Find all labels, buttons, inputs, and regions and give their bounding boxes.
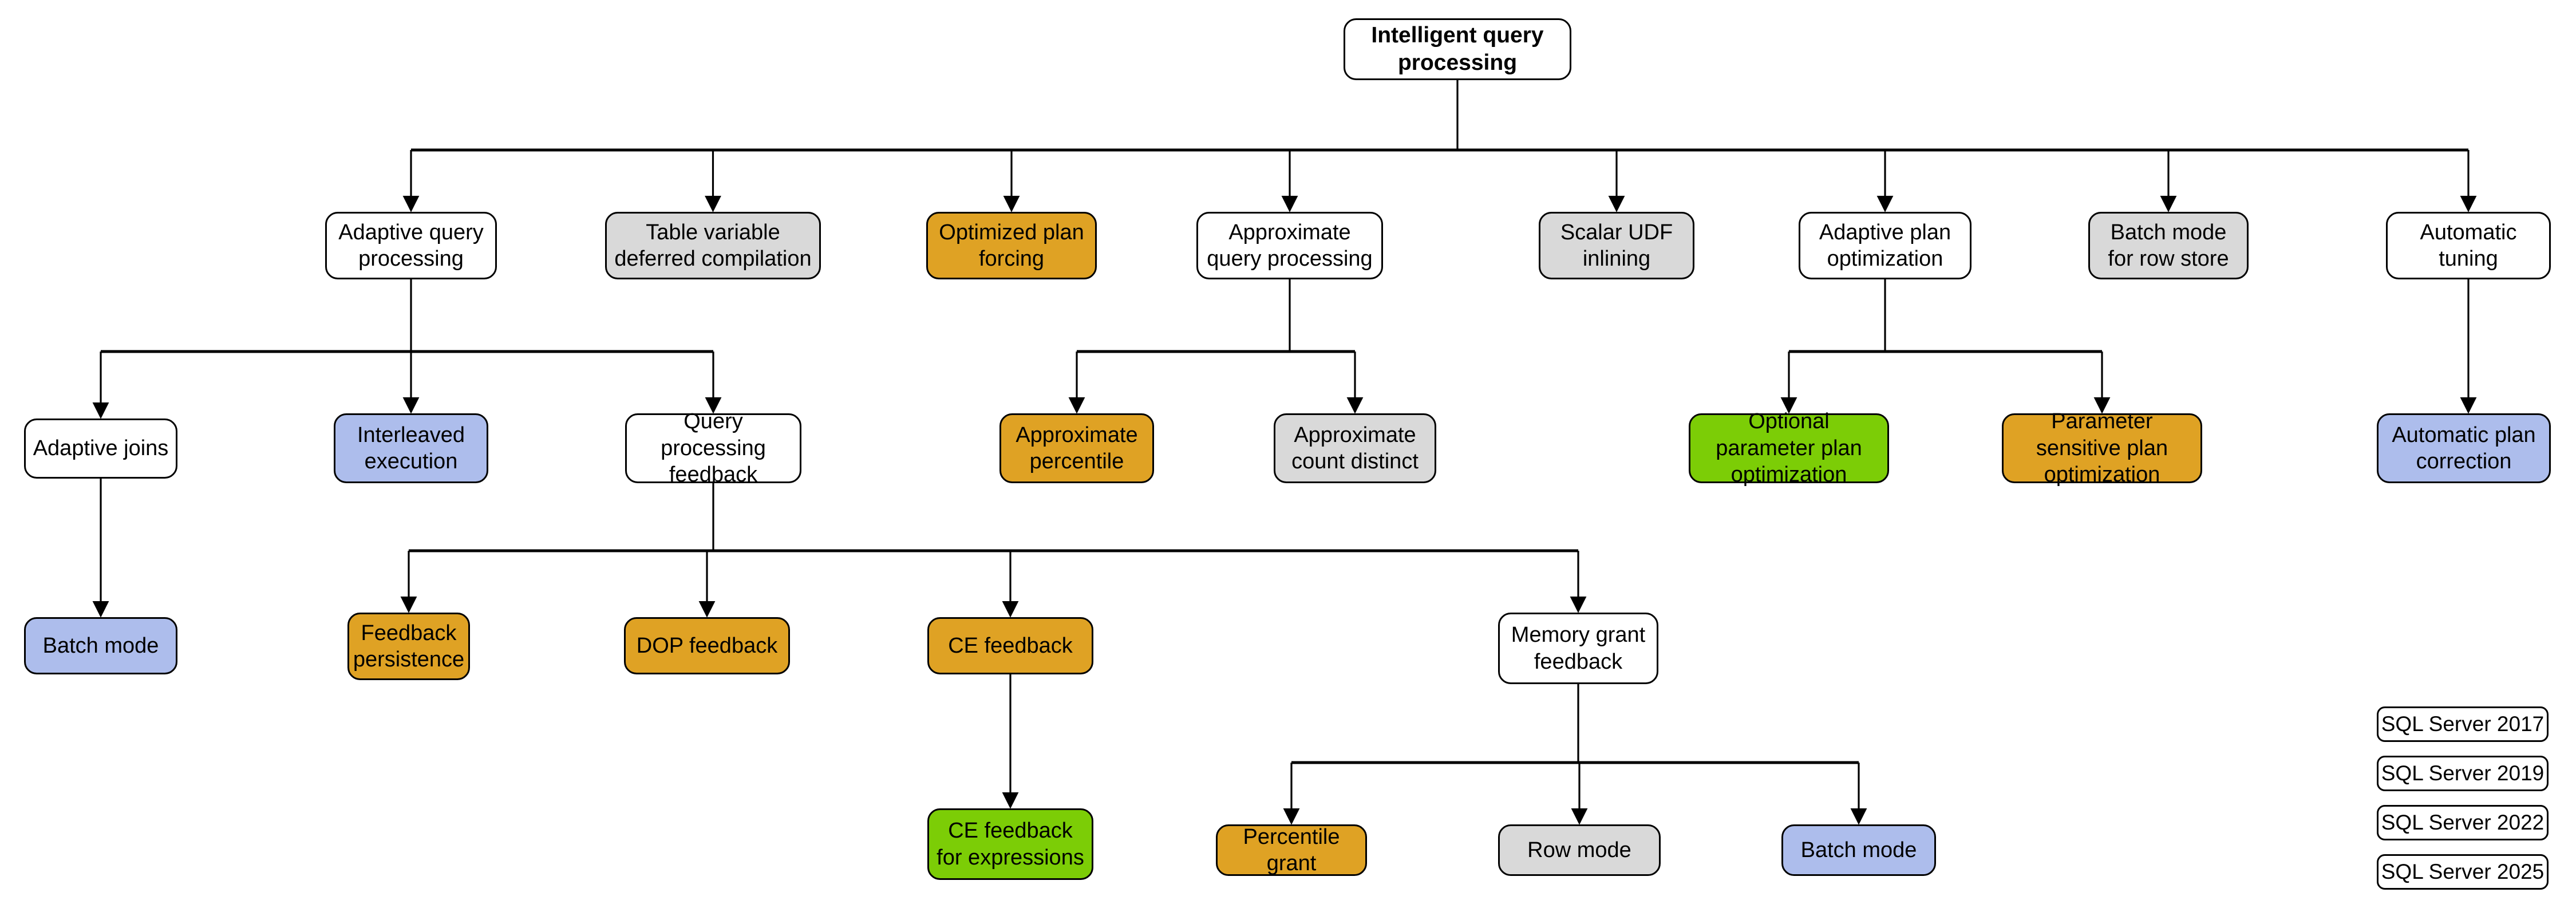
- node-adaptive-joins[interactable]: Adaptive joins: [24, 418, 177, 479]
- node-label: Scalar UDF inlining: [1560, 220, 1673, 271]
- legend-item-sql-server-2019: SQL Server 2019: [2377, 756, 2549, 791]
- node-parameter-sensitive-plan-optimization[interactable]: Parameter sensitive plan optimization: [2002, 409, 2202, 487]
- node-batch-mode[interactable]: Batch mode: [24, 617, 177, 674]
- node-batch-mode[interactable]: Batch mode: [1781, 824, 1936, 876]
- node-label: Intelligent query processing: [1371, 23, 1544, 75]
- node-automatic-plan-correction[interactable]: Automatic plan correction: [2377, 413, 2551, 483]
- node-ce-feedback[interactable]: CE feedback: [927, 617, 1093, 674]
- node-optional-parameter-plan-optimization[interactable]: Optional parameter plan optimization: [1689, 409, 1889, 487]
- node-label: Optional parameter plan optimization: [1716, 409, 1862, 487]
- node-optimized-plan-forcing[interactable]: Optimized plan forcing: [926, 212, 1097, 279]
- node-label: Adaptive query processing: [338, 220, 484, 271]
- node-scalar-udf-inlining[interactable]: Scalar UDF inlining: [1539, 212, 1694, 279]
- node-label: DOP feedback: [636, 633, 778, 658]
- node-feedback-persistence[interactable]: Feedback persistence: [347, 613, 470, 680]
- node-label: Percentile grant: [1243, 824, 1340, 875]
- node-label: Approximate query processing: [1207, 220, 1373, 271]
- legend-item-label: SQL Server 2017: [2381, 712, 2545, 736]
- node-intelligent-query-processing[interactable]: Intelligent query processing: [1344, 18, 1571, 80]
- node-row-mode[interactable]: Row mode: [1498, 824, 1661, 876]
- node-approximate-count-distinct[interactable]: Approximate count distinct: [1274, 413, 1436, 483]
- node-table-variable-deferred-compilation[interactable]: Table variable deferred compilation: [605, 212, 821, 279]
- node-percentile-grant[interactable]: Percentile grant: [1216, 824, 1367, 876]
- node-label: Row mode: [1527, 838, 1631, 862]
- node-label: Table variable deferred compilation: [614, 220, 812, 271]
- node-label: Interleaved execution: [357, 423, 465, 473]
- node-label: Adaptive plan optimization: [1819, 220, 1951, 271]
- node-label: Query processing feedback: [661, 409, 766, 487]
- node-label: Batch mode: [42, 633, 159, 658]
- node-label: Memory grant feedback: [1511, 623, 1646, 674]
- legend-item-sql-server-2022: SQL Server 2022: [2377, 805, 2549, 840]
- node-label: Batch mode for row store: [2108, 220, 2229, 271]
- node-approximate-percentile[interactable]: Approximate percentile: [999, 413, 1154, 483]
- node-label: Optimized plan forcing: [939, 220, 1084, 271]
- legend-item-label: SQL Server 2022: [2381, 811, 2545, 834]
- node-interleaved-execution[interactable]: Interleaved execution: [334, 413, 488, 483]
- legend-item-label: SQL Server 2019: [2381, 761, 2545, 785]
- node-label: Batch mode: [1800, 838, 1917, 862]
- node-label: Approximate count distinct: [1291, 423, 1419, 473]
- node-label: CE feedback: [948, 633, 1073, 658]
- node-memory-grant-feedback[interactable]: Memory grant feedback: [1498, 613, 1658, 684]
- node-batch-mode-for-row-store[interactable]: Batch mode for row store: [2088, 212, 2249, 279]
- node-label: Parameter sensitive plan optimization: [2036, 409, 2168, 487]
- legend-item-sql-server-2017: SQL Server 2017: [2377, 706, 2549, 742]
- node-label: CE feedback for expressions: [937, 819, 1084, 870]
- node-adaptive-query-processing[interactable]: Adaptive query processing: [325, 212, 497, 279]
- node-label: Feedback persistence: [353, 621, 465, 672]
- node-adaptive-plan-optimization[interactable]: Adaptive plan optimization: [1799, 212, 1971, 279]
- node-ce-feedback-for-expressions[interactable]: CE feedback for expressions: [927, 808, 1093, 880]
- node-label: Approximate percentile: [1016, 423, 1138, 473]
- node-approximate-query-processing[interactable]: Approximate query processing: [1196, 212, 1383, 279]
- node-label: Automatic tuning: [2420, 220, 2517, 271]
- node-label: Adaptive joins: [33, 436, 169, 461]
- node-label: Automatic plan correction: [2392, 423, 2536, 473]
- node-query-processing-feedback[interactable]: Query processing feedback: [625, 409, 801, 487]
- node-automatic-tuning[interactable]: Automatic tuning: [2386, 212, 2551, 279]
- node-dop-feedback[interactable]: DOP feedback: [624, 617, 790, 674]
- legend-item-sql-server-2025: SQL Server 2025: [2377, 854, 2549, 890]
- legend-item-label: SQL Server 2025: [2381, 860, 2545, 883]
